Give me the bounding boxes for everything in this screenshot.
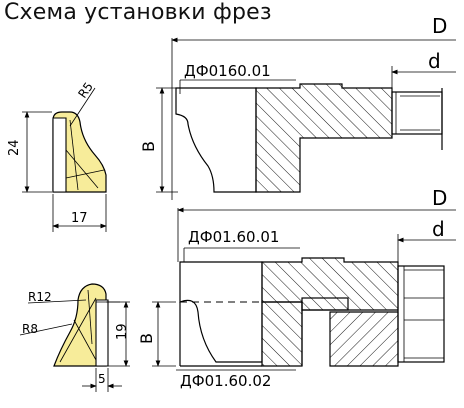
r5-leader [69, 87, 96, 127]
part-code-bottom-upper: ДФ01.60.01 [188, 228, 279, 246]
cutter-bottom-spacer [301, 297, 349, 311]
profile-bottom-construction-line [87, 289, 93, 345]
profile-top-construction-line [65, 149, 99, 189]
cutter-bottom-body-lower-right [329, 311, 399, 367]
label-r5: R5 [75, 80, 96, 101]
cutter-bottom-body-lower-left [261, 301, 303, 367]
label-r12: R12 [28, 290, 52, 304]
label-d-top: d [428, 49, 441, 73]
profile-top-construction-line [65, 169, 105, 179]
r12-leader [27, 299, 87, 304]
page-title: Схема установки фрез [4, 0, 272, 25]
cutter-top-hub [391, 91, 443, 135]
profile-bottom-shape [53, 283, 107, 367]
label-height-top: 24 [7, 139, 22, 156]
label-D-bottom: D [432, 186, 447, 210]
profile-top-slot [52, 117, 67, 193]
profile-bottom-slot [95, 299, 109, 367]
label-B-top: B [139, 141, 158, 152]
profile-bottom: R12 R8 19 5 [19, 283, 130, 392]
label-B-bottom: B [137, 333, 156, 344]
label-width-bottom: 5 [98, 372, 106, 386]
r8-leader [19, 323, 73, 336]
label-d-bottom: d [432, 217, 445, 241]
profile-top: R5 24 17 [7, 80, 107, 232]
cutter-bottom-blade [179, 261, 263, 363]
label-width-top: 17 [71, 211, 88, 226]
part-code-top: ДФ0160.01 [184, 62, 271, 80]
cutter-bottom-hub [397, 265, 445, 363]
profile-top-construction-line [69, 119, 79, 191]
label-height-bottom: 19 [115, 323, 130, 340]
profile-bottom-construction-line [59, 297, 97, 363]
cutter-top-body [255, 83, 393, 193]
label-r8: R8 [22, 322, 38, 336]
cutter-top-blade [175, 87, 257, 193]
cutter-top: D d ДФ0160.01 B [139, 14, 456, 200]
cutter-bottom: D d ДФ01.60.01 B ДФ01.60 [137, 186, 456, 390]
part-code-bottom-lower: ДФ01.60.02 [180, 372, 271, 390]
label-D-top: D [432, 14, 447, 38]
profile-bottom-construction-line [73, 319, 97, 361]
